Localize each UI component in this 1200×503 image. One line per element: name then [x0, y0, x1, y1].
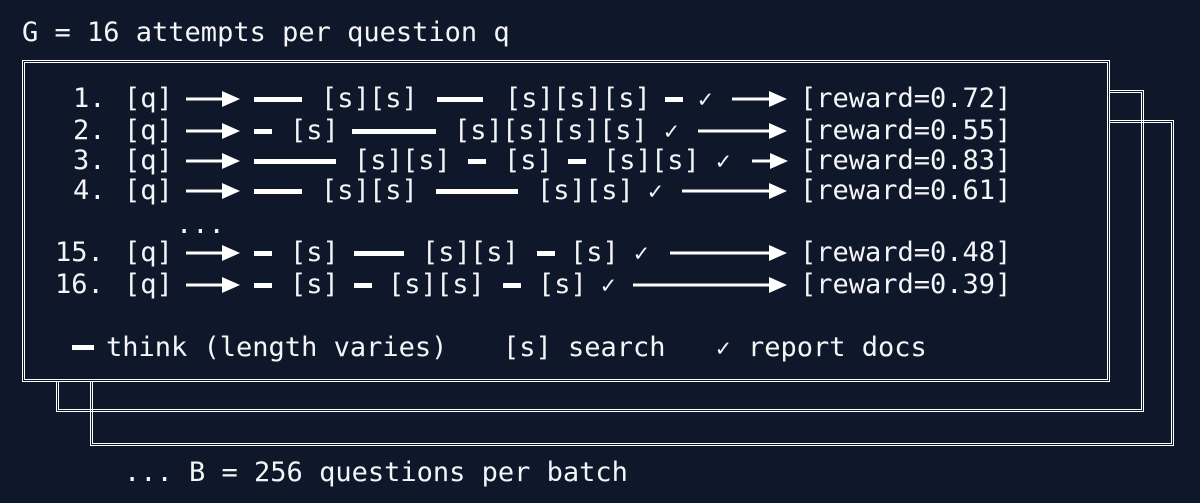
think-dash-icon — [72, 345, 94, 350]
reward-label: [reward=0.61] — [800, 175, 1012, 206]
search-token: [s] — [369, 175, 418, 206]
think-dash — [352, 129, 436, 134]
search-token: [s] — [422, 237, 471, 268]
search-token: [s] — [369, 83, 418, 114]
think-dash — [568, 159, 586, 164]
arrow-icon — [698, 120, 787, 142]
check-icon: ✓ — [601, 271, 616, 299]
think-dash — [468, 159, 486, 164]
arrow-icon — [670, 242, 787, 264]
question-token: [q] — [124, 269, 173, 300]
search-token: [s] — [402, 145, 451, 176]
search-token: [s] — [502, 115, 551, 146]
question-attempts-frame — [22, 60, 1110, 382]
attempt-row: 4.[q][s][s][s][s]✓[reward=0.61] — [0, 176, 1200, 206]
search-token: [s] — [388, 269, 437, 300]
search-token: [s] — [538, 269, 587, 300]
question-token: [q] — [124, 145, 173, 176]
attempt-row: 16.[q][s][s][s][s]✓[reward=0.39] — [0, 270, 1200, 300]
search-token: [s] — [290, 269, 339, 300]
think-dash — [665, 97, 683, 102]
arrow-icon — [186, 120, 240, 142]
search-token: [s] — [585, 175, 634, 206]
think-dash — [254, 251, 272, 256]
arrow-icon — [186, 88, 240, 110]
search-token: [s] — [470, 237, 519, 268]
question-token: [q] — [124, 115, 173, 146]
search-token: [s] — [602, 83, 651, 114]
legend-think-label: think (length varies) — [106, 332, 448, 363]
think-dash — [437, 97, 483, 102]
think-dash — [436, 189, 518, 194]
attempt-index: 4. — [73, 175, 106, 206]
think-dash — [354, 283, 372, 288]
attempt-index: 15. — [55, 237, 104, 268]
arrow-icon — [186, 242, 240, 264]
search-token: [s] — [651, 145, 700, 176]
search-token: [s] — [290, 237, 339, 268]
legend-report-label: report docs — [748, 332, 927, 363]
search-token: [s] — [599, 115, 648, 146]
attempt-index: 16. — [55, 269, 104, 300]
think-dash — [254, 283, 272, 288]
think-dash — [254, 97, 302, 102]
search-token: [s] — [551, 115, 600, 146]
attempt-row: 15.[q][s][s][s][s]✓[reward=0.48] — [0, 238, 1200, 268]
reward-label: [reward=0.48] — [800, 237, 1012, 268]
search-token: [s] — [354, 145, 403, 176]
reward-label: [reward=0.55] — [800, 115, 1012, 146]
search-token: [s] — [290, 115, 339, 146]
reward-label: [reward=0.72] — [800, 83, 1012, 114]
check-icon: ✓ — [664, 117, 679, 145]
think-dash — [254, 159, 336, 164]
think-dash — [354, 251, 404, 256]
reward-label: [reward=0.83] — [800, 145, 1012, 176]
search-token: [s] — [537, 175, 586, 206]
think-dash — [503, 283, 521, 288]
arrow-icon — [732, 88, 787, 110]
attempt-index: 1. — [73, 83, 106, 114]
search-token: [s] — [321, 175, 370, 206]
search-token: [s] — [570, 237, 619, 268]
question-token: [q] — [124, 237, 173, 268]
check-icon: ✓ — [648, 177, 663, 205]
search-token: [s] — [454, 115, 503, 146]
think-dash — [537, 251, 555, 256]
rows-ellipsis: ... — [176, 209, 225, 240]
arrow-icon — [186, 180, 240, 202]
check-icon: ✓ — [698, 85, 713, 113]
arrow-icon — [752, 150, 788, 172]
legend-search-label: [s] search — [503, 332, 666, 363]
think-dash — [254, 189, 302, 194]
check-icon: ✓ — [716, 334, 731, 362]
attempt-index: 2. — [73, 115, 106, 146]
attempt-row: 1.[q][s][s][s][s][s]✓[reward=0.72] — [0, 84, 1200, 114]
attempt-index: 3. — [73, 145, 106, 176]
title: G = 16 attempts per question q — [22, 17, 510, 48]
search-token: [s] — [603, 145, 652, 176]
question-token: [q] — [124, 175, 173, 206]
attempt-row: 3.[q][s][s][s][s][s]✓[reward=0.83] — [0, 146, 1200, 176]
check-icon: ✓ — [716, 147, 731, 175]
arrow-icon — [186, 274, 240, 296]
search-token: [s] — [321, 83, 370, 114]
search-token: [s] — [505, 83, 554, 114]
check-icon: ✓ — [634, 239, 649, 267]
attempt-row: 2.[q][s][s][s][s][s]✓[reward=0.55] — [0, 116, 1200, 146]
arrow-icon — [186, 150, 240, 172]
arrow-icon — [633, 274, 787, 296]
search-token: [s] — [553, 83, 602, 114]
question-token: [q] — [124, 83, 173, 114]
think-dash — [254, 129, 272, 134]
search-token: [s] — [436, 269, 485, 300]
search-token: [s] — [504, 145, 553, 176]
reward-label: [reward=0.39] — [800, 269, 1012, 300]
footer: ... B = 256 questions per batch — [124, 457, 628, 488]
arrow-icon — [682, 180, 787, 202]
